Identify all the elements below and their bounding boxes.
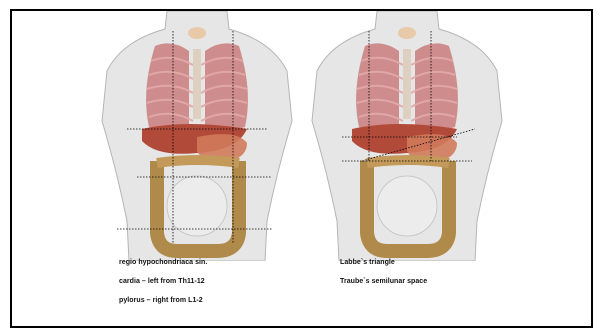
sternum — [403, 49, 411, 119]
caption-cardia: cardia – left from Th11-12 — [119, 278, 205, 285]
anatomy-figure-right — [307, 11, 507, 261]
sternum — [193, 49, 201, 119]
caption-labbe-triangle: Labbe`s triangle — [340, 259, 395, 266]
transverse-colon — [367, 160, 449, 163]
thyroid — [188, 27, 206, 39]
caption-traube-space: Traube`s semilunar space — [340, 278, 427, 285]
thyroid — [398, 27, 416, 39]
caption-pylorus: pylorus – right from L1-2 — [119, 297, 203, 304]
torso-illustration-left — [97, 11, 297, 261]
torso-illustration-right — [307, 11, 507, 261]
anatomy-figure-left — [97, 11, 297, 261]
slide-frame: regio hypochondriaca sin. cardia – left … — [10, 9, 593, 328]
small-intestine — [377, 176, 437, 236]
transverse-colon — [157, 160, 239, 163]
caption-regio-hypochondriaca: regio hypochondriaca sin. — [119, 259, 207, 266]
small-intestine — [167, 176, 227, 236]
